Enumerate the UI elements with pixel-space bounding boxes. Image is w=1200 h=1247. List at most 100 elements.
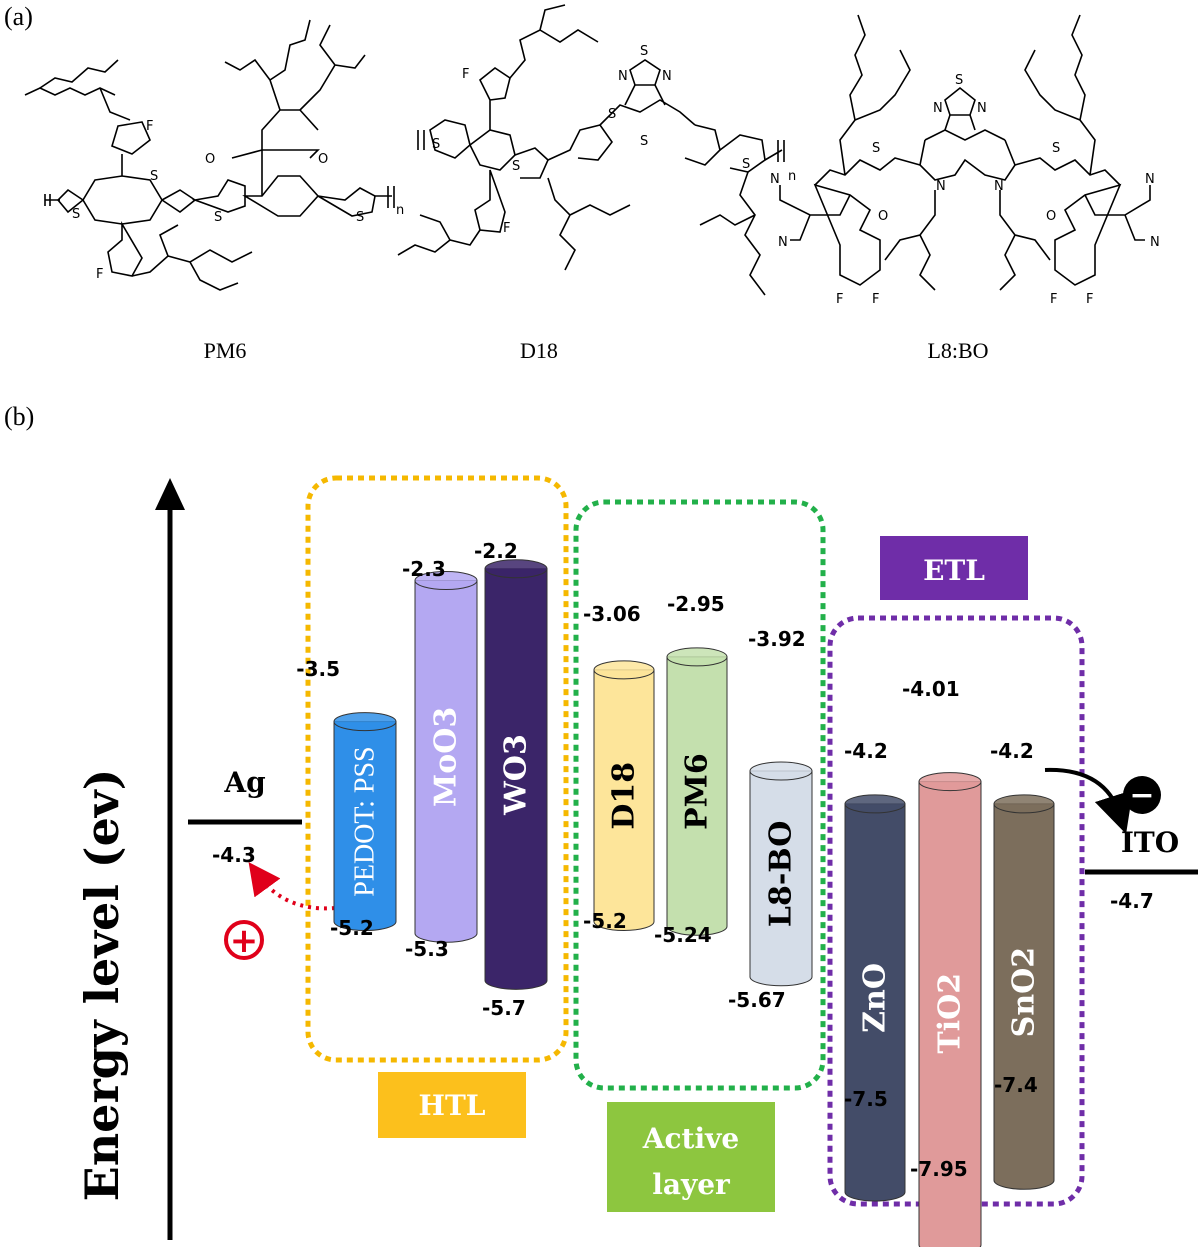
homo-value: -5.67 [728, 988, 786, 1012]
electron-transfer-arrow [1044, 767, 1133, 835]
s-atom: S [512, 159, 520, 174]
s-atom: S [432, 137, 440, 152]
cylinder-top [749, 761, 813, 781]
homo-value: -5.2 [330, 916, 374, 940]
f-atom: F [503, 221, 510, 236]
ito-value: -4.7 [1110, 889, 1154, 913]
f-atom: F [146, 119, 153, 134]
cylinder-body [749, 770, 813, 987]
s-atom: S [640, 134, 648, 149]
o-atom: O [205, 152, 215, 167]
cylinder-top [844, 794, 906, 814]
active-label-line2: layer [652, 1168, 731, 1201]
f-atom: F [96, 267, 103, 282]
material-name: PEDOT: PSS [350, 746, 381, 896]
f-atom: F [872, 292, 879, 307]
f-atom: F [1050, 292, 1057, 307]
cylinder-pm6: PM6 -2.95 -5.24 [654, 592, 728, 947]
n-atom: N [977, 101, 987, 116]
cylinder-zno: ZnO -4.2 -7.5 [844, 739, 906, 1202]
cylinder-top [484, 559, 548, 579]
electron-symbol [1123, 776, 1161, 814]
pm6-repeat: n [396, 203, 404, 218]
cylinder-body [593, 669, 655, 931]
ag-label: Ag [223, 766, 265, 799]
s-atom: S [356, 210, 364, 225]
cylinder-tio2: TiO2-4.01-7.95 [902, 677, 982, 1247]
homo-value: -5.7 [482, 996, 526, 1020]
etl-label-box [880, 536, 1028, 600]
lumo-value: -2.3 [402, 557, 446, 581]
s-atom: S [150, 169, 158, 184]
f-atom: F [462, 67, 469, 82]
cylinder-pedot-pss: PEDOT: PSS-3.5-5.2 [296, 657, 397, 940]
n-atom: N [770, 172, 780, 187]
d18-repeat: n [788, 169, 796, 184]
cylinder-top [918, 772, 982, 792]
material-name: D18 [607, 762, 642, 830]
lumo-value: -2.95 [667, 592, 725, 616]
s-atom: S [742, 157, 750, 172]
s-atom: S [608, 107, 616, 122]
material-name: L8-BO [764, 821, 799, 927]
cylinder-body [484, 568, 548, 990]
cylinder-top [333, 712, 397, 732]
material-name: WO3 [499, 734, 534, 816]
active-layer-box [573, 499, 826, 1091]
n-atom: N [994, 179, 1004, 194]
s-atom: S [640, 44, 648, 59]
cylinder-sno2: SnO2 -4.2 -7.4 [990, 739, 1055, 1190]
homo-value: -5.3 [405, 937, 449, 961]
n-atom: N [1145, 172, 1155, 187]
material-name: ZnO [858, 963, 893, 1033]
cylinder-top [993, 794, 1055, 814]
n-atom: N [662, 69, 672, 84]
s-atom: S [72, 207, 80, 222]
material-name: PM6 [680, 753, 715, 830]
l8bo-structure: N S N N N S S N N O F F N N O F F [770, 14, 1160, 307]
lumo-value: -3.06 [583, 602, 641, 626]
homo-value: -7.5 [844, 1087, 888, 1111]
hole-transfer-arrow [248, 862, 336, 911]
material-name: TiO2 [933, 973, 968, 1054]
f-atom: F [1086, 292, 1093, 307]
homo-value: -7.4 [994, 1073, 1038, 1097]
htl-box [305, 475, 569, 1063]
molecule-structures: F S S S O O S n F S F S S [24, 4, 1160, 307]
lumo-value: -4.2 [844, 739, 888, 763]
panel-a-label: (a) [4, 2, 33, 31]
cylinder-top [593, 660, 655, 680]
panel-b-label: (b) [4, 402, 35, 431]
cylinder-body [844, 803, 906, 1202]
etl-label: ETL [923, 554, 985, 587]
homo-value: -5.24 [654, 923, 712, 947]
d18-label: D18 [520, 338, 558, 363]
n-atom: N [1150, 235, 1160, 250]
cylinder-body [333, 721, 397, 931]
hole-sign: + [230, 921, 259, 961]
cylinder-body [414, 579, 478, 943]
cylinder-body [993, 803, 1055, 1190]
lumo-value: -4.01 [902, 677, 960, 701]
cylinder-top [414, 570, 478, 590]
htl-label-box [378, 1072, 526, 1138]
hole-symbol [224, 920, 264, 960]
pm6-structure: F S S S O O S n F [24, 19, 404, 291]
o-atom: O [878, 209, 888, 224]
s-atom: S [955, 73, 963, 88]
o-atom: O [1046, 209, 1056, 224]
htl-label: HTL [419, 1089, 486, 1122]
cylinder-moo3: MoO3-2.3-5.3 [402, 557, 478, 961]
o-atom: O [318, 152, 328, 167]
lumo-value: -4.2 [990, 739, 1034, 763]
y-axis-label: Energy level (ev) [75, 769, 129, 1202]
n-atom: N [778, 235, 788, 250]
cylinder-l8-bo: L8-BO-3.92-5.67 [728, 627, 813, 1012]
l8bo-label: L8:BO [927, 338, 989, 363]
lumo-value: -2.2 [474, 539, 518, 563]
electron-sign: − [1129, 778, 1154, 813]
n-atom: N [933, 101, 943, 116]
material-name: SnO2 [1007, 947, 1042, 1037]
active-label-line1: Active [642, 1122, 739, 1155]
